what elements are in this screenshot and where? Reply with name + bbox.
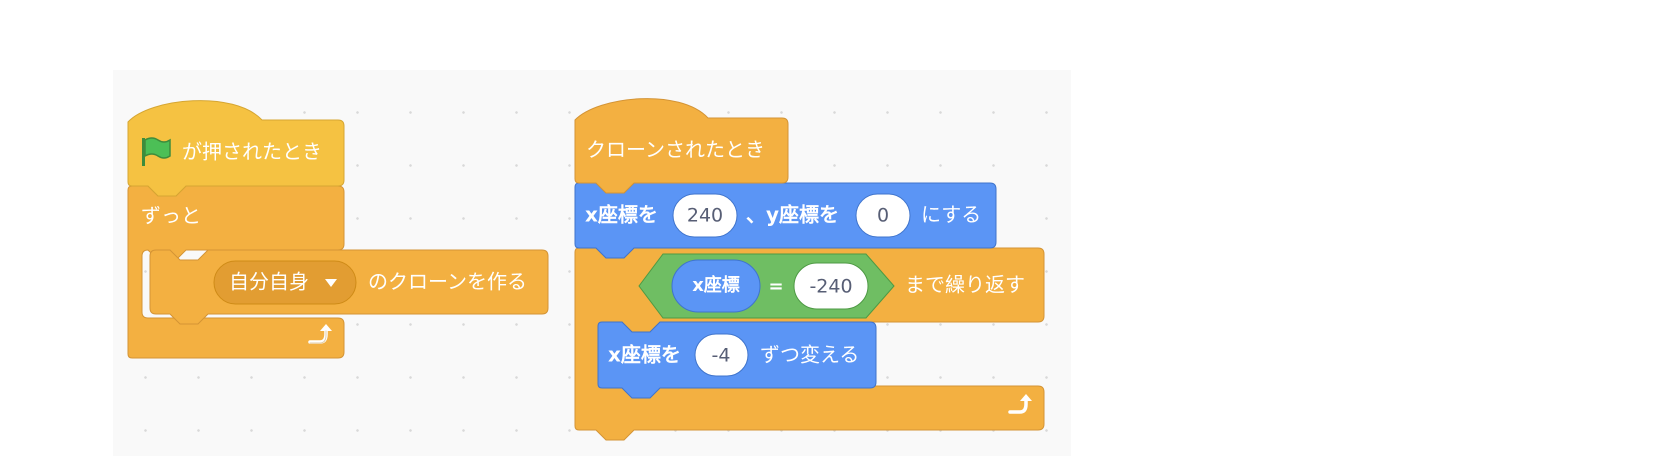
repeat-until-block[interactable]: x座標 = -240 まで繰り返す <box>574 247 1045 441</box>
create-clone-label: のクローンを作る <box>368 270 527 294</box>
go-to-xy-block[interactable]: x座標を 240 、y座標を 0 にする <box>574 182 997 259</box>
go-to-y-input[interactable]: 0 <box>855 193 911 238</box>
repeat-until-label: まで繰り返す <box>905 273 1025 297</box>
hat-label: クローンされたとき <box>586 138 765 162</box>
equals-operator[interactable]: x座標 = -240 <box>638 253 895 319</box>
go-to-y-value: 0 <box>877 205 889 227</box>
clone-target-dropdown[interactable]: 自分自身 <box>213 260 357 305</box>
loop-arrow-icon <box>1008 394 1032 414</box>
change-x-suffix: ずつ変える <box>760 343 859 367</box>
change-x-block[interactable]: x座標を -4 ずつ変える <box>597 321 877 399</box>
script-when-cloned[interactable]: x座標 = -240 まで繰り返す x座標を -4 ずつ変える <box>574 98 1045 441</box>
x-position-reporter[interactable]: x座標 <box>671 259 761 313</box>
when-cloned-hat[interactable]: クローンされたとき <box>574 98 789 194</box>
go-to-x-label: x座標を <box>585 203 658 227</box>
go-to-suffix: にする <box>921 203 981 227</box>
go-to-x-value: 240 <box>687 205 723 227</box>
clone-target-value: 自分自身 <box>229 270 309 294</box>
green-flag-icon <box>142 137 171 166</box>
forever-label: ずっと <box>141 204 201 228</box>
dropdown-arrow-icon <box>325 279 337 287</box>
equals-sign: = <box>768 276 783 297</box>
repeat-value: -240 <box>809 276 852 298</box>
change-x-label: x座標を <box>608 343 681 367</box>
forever-block[interactable]: ずっと <box>127 185 345 359</box>
hat-label: が押されたとき <box>182 140 322 164</box>
go-to-y-label: 、y座標を <box>746 203 839 227</box>
loop-arrow-icon <box>308 324 332 344</box>
create-clone-block[interactable]: 自分自身 のクローンを作る <box>149 249 549 325</box>
script-green-flag[interactable]: ずっと 自分自身 のクローンを作る が押されたとき <box>127 100 549 359</box>
repeat-value-input[interactable]: -240 <box>793 262 869 310</box>
x-position-label: x座標 <box>692 274 740 296</box>
when-flag-clicked-hat[interactable]: が押されたとき <box>127 100 345 197</box>
change-value: -4 <box>712 345 731 367</box>
change-value-input[interactable]: -4 <box>694 333 749 377</box>
go-to-x-input[interactable]: 240 <box>672 193 738 238</box>
